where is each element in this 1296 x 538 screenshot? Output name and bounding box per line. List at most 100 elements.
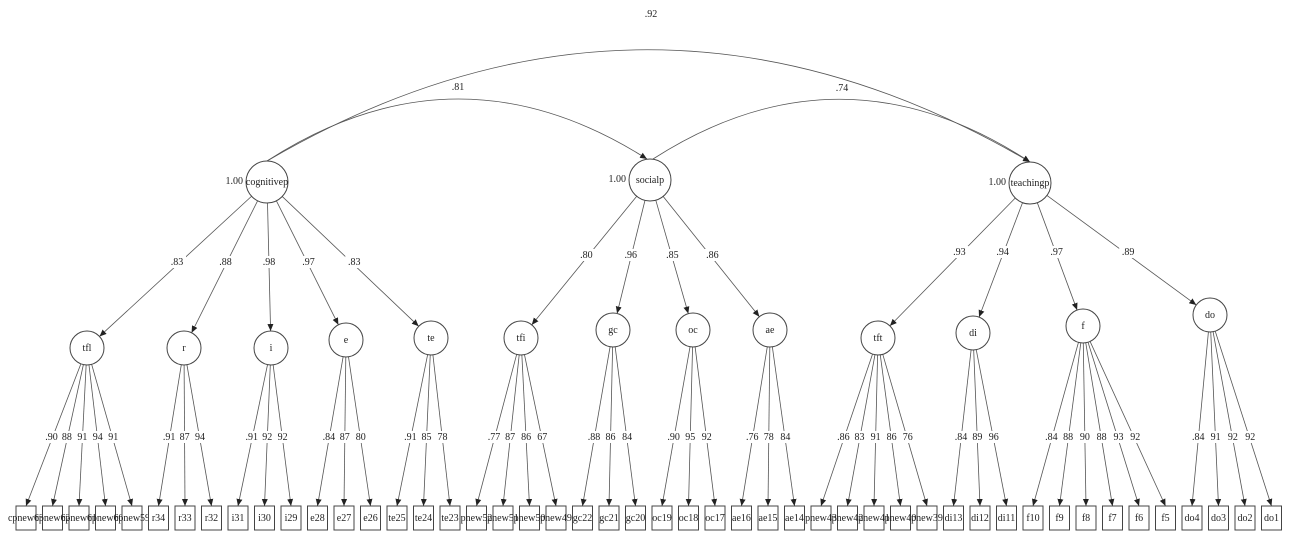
- observed-indicator-box: [731, 505, 752, 531]
- label-background: [276, 431, 289, 443]
- observed-indicator-box: [1208, 505, 1229, 531]
- latent-subfactor-ae: [752, 312, 788, 348]
- indicator-label: pnew41: [858, 513, 890, 524]
- subfactor-label: do: [1205, 310, 1215, 321]
- subfactor-label: i: [270, 343, 273, 354]
- indicator-label: do4: [1185, 513, 1200, 524]
- subfactor-label: tft: [874, 333, 883, 344]
- indicator-label: f10: [1026, 513, 1039, 524]
- observed-indicator-box: [757, 505, 779, 531]
- loading-label: .85: [666, 250, 679, 261]
- indicator-path: [660, 346, 691, 507]
- indicator-label: i30: [258, 513, 271, 524]
- indicator-loading-label: 84: [780, 432, 790, 443]
- indicator-path: [524, 354, 558, 507]
- indicator-loading-label: 90: [1080, 432, 1090, 443]
- indicator-loading-label: .90: [45, 432, 58, 443]
- latent-subfactor-e: [328, 322, 364, 358]
- indicator-loading-label: .91: [246, 432, 259, 443]
- label-background: [1112, 431, 1125, 443]
- label-background: [971, 431, 984, 443]
- loading-label: .96: [625, 250, 638, 261]
- loading-label: .83: [348, 257, 361, 268]
- label-background: [107, 431, 120, 443]
- indicator-label: ae16: [732, 513, 751, 524]
- label-background: [762, 431, 775, 443]
- indicator-label: pnew42: [832, 513, 864, 524]
- factor-label: socialp: [636, 175, 664, 186]
- indicator-label: cpnew61: [61, 513, 97, 524]
- observed-indicator-box: [545, 505, 567, 531]
- loading-label: .80: [580, 250, 593, 261]
- subfactor-label: ae: [766, 325, 775, 336]
- indicator-label: e28: [310, 513, 324, 524]
- observed-indicator-box: [572, 505, 593, 531]
- label-background: [621, 431, 634, 443]
- indicator-path: [500, 354, 520, 507]
- indicator-loading-label: 67: [537, 432, 547, 443]
- label-background: [1119, 246, 1138, 258]
- latent-subfactor-te: [413, 320, 449, 356]
- latent-factor-socialp: [628, 158, 672, 202]
- indicator-loading-label: 83: [854, 432, 864, 443]
- indicator-label: cpnew60: [87, 513, 123, 524]
- indicator-loading-label: 87: [505, 432, 515, 443]
- observed-indicator-box: [148, 505, 169, 531]
- indicator-loading-label: .84: [1192, 432, 1205, 443]
- indicator-loading-label: 86: [606, 432, 616, 443]
- indicator-label: i31: [232, 513, 245, 524]
- indicator-loading-label: 76: [903, 432, 913, 443]
- covariance-arcs: .92.81.74: [259, 9, 1031, 168]
- label-background: [1192, 431, 1205, 443]
- indicator-loading-label: .77: [488, 432, 501, 443]
- label-background: [216, 256, 235, 268]
- label-background: [577, 249, 596, 261]
- observed-indicator-box: [943, 505, 964, 531]
- indicator-label: f9: [1055, 513, 1063, 524]
- observed-indicator-box: [996, 505, 1017, 531]
- label-background: [1047, 246, 1066, 258]
- indicator-label: do1: [1264, 513, 1279, 524]
- indicator-label: di12: [971, 513, 989, 524]
- label-background: [261, 431, 274, 443]
- indicator-path: [1085, 342, 1115, 507]
- indicator-label: oc19: [652, 513, 671, 524]
- indicator-label: te24: [415, 513, 432, 524]
- covariance-arc: [259, 98, 648, 168]
- label-background: [168, 256, 186, 268]
- indicator-label: ae15: [759, 513, 778, 524]
- label-background: [404, 431, 417, 443]
- indicator-path: [1057, 342, 1082, 507]
- indicator-label: f7: [1108, 513, 1116, 524]
- observed-indicator-box: [810, 505, 832, 531]
- indicator-path: [395, 354, 429, 507]
- indicator-loading-label: 87: [340, 432, 350, 443]
- indicator-loading-label: 91: [1211, 432, 1221, 443]
- indicator-label: cpnew63: [8, 513, 44, 524]
- indicator-loading-label: .76: [746, 432, 759, 443]
- subfactor-label: tfl: [83, 343, 92, 354]
- loading-label: .98: [263, 257, 276, 268]
- observed-indicator-box: [280, 505, 302, 531]
- label-background: [245, 431, 258, 443]
- label-background: [1226, 431, 1239, 443]
- label-background: [954, 431, 967, 443]
- label-background: [869, 431, 882, 443]
- indicator-label: di11: [998, 513, 1015, 524]
- indicator-loading-label: 92: [278, 432, 288, 443]
- latent-factor-cognitivep: [245, 160, 289, 204]
- indicator-path: [475, 354, 518, 507]
- observed-indicator-box: [386, 505, 408, 531]
- loading-label: .94: [996, 247, 1009, 258]
- observed-indicator-box: [466, 505, 487, 531]
- label-background: [76, 431, 89, 443]
- indicator-loading-label: 86: [887, 432, 897, 443]
- observed-indicator-box: [42, 505, 63, 531]
- label-background: [885, 431, 898, 443]
- indicator-label: di13: [945, 513, 963, 524]
- label-background: [91, 431, 104, 443]
- observed-indicator-box: [863, 505, 885, 531]
- label-background: [1045, 431, 1058, 443]
- loading-label: .89: [1122, 247, 1135, 258]
- observed-indicator-box: [916, 505, 938, 531]
